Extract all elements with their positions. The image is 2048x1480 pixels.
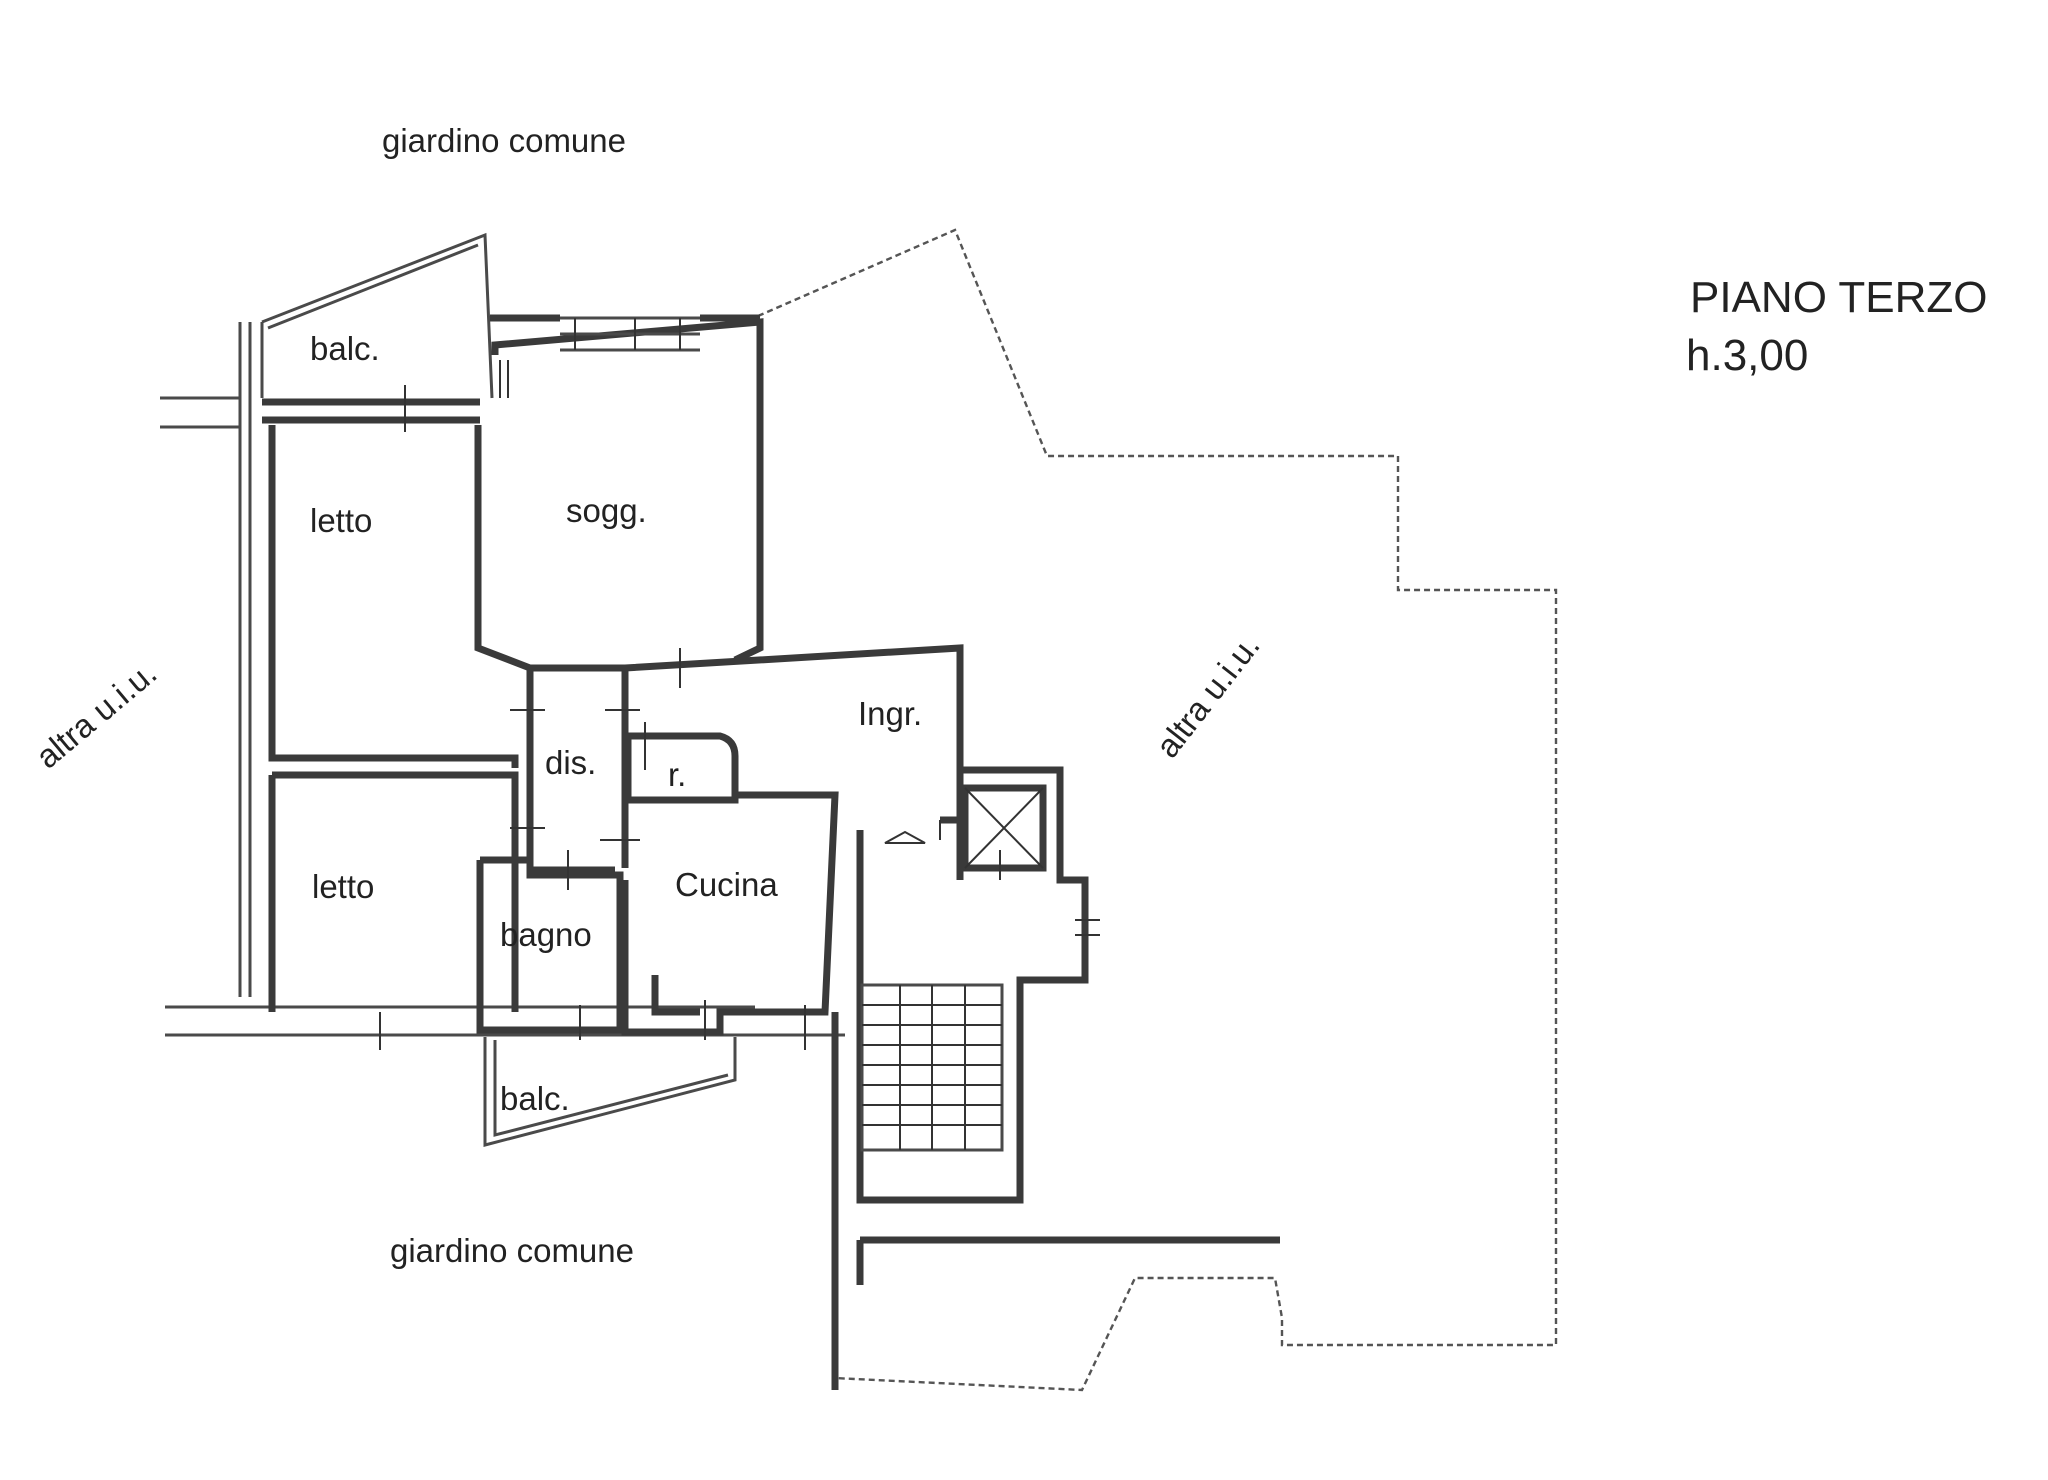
room-label-bedroom-bottom: letto <box>312 868 374 905</box>
room-label-bathroom: bagno <box>500 916 592 953</box>
room-label-bedroom-top: letto <box>310 502 372 539</box>
room-label-living-room: sogg. <box>566 492 647 529</box>
room-label-balcony-bottom: balc. <box>500 1080 570 1117</box>
left-building-edge <box>160 322 845 1037</box>
opening-marks <box>379 318 1100 1050</box>
apartment-walls <box>262 314 1280 1390</box>
balcony-top-outline <box>260 232 494 399</box>
room-label-kitchen: Cucina <box>675 866 778 903</box>
garden-bottom-label: giardino comune <box>390 1232 634 1269</box>
other-unit-left-label: altra u.i.u. <box>29 654 164 775</box>
garden-top-label: giardino comune <box>382 122 626 159</box>
room-label-closet: r. <box>668 756 686 793</box>
room-label-hallway: dis. <box>545 744 596 781</box>
room-label-entrance: Ingr. <box>858 695 922 732</box>
adjacent-unit-boundary <box>757 228 1558 1392</box>
floor-height: h.3,00 <box>1686 331 1808 380</box>
room-label-balcony-top: balc. <box>310 330 380 367</box>
floor-title: PIANO TERZO <box>1690 273 1987 322</box>
other-unit-right-label: altra u.i.u. <box>1148 627 1266 764</box>
staircase <box>860 983 1004 1152</box>
